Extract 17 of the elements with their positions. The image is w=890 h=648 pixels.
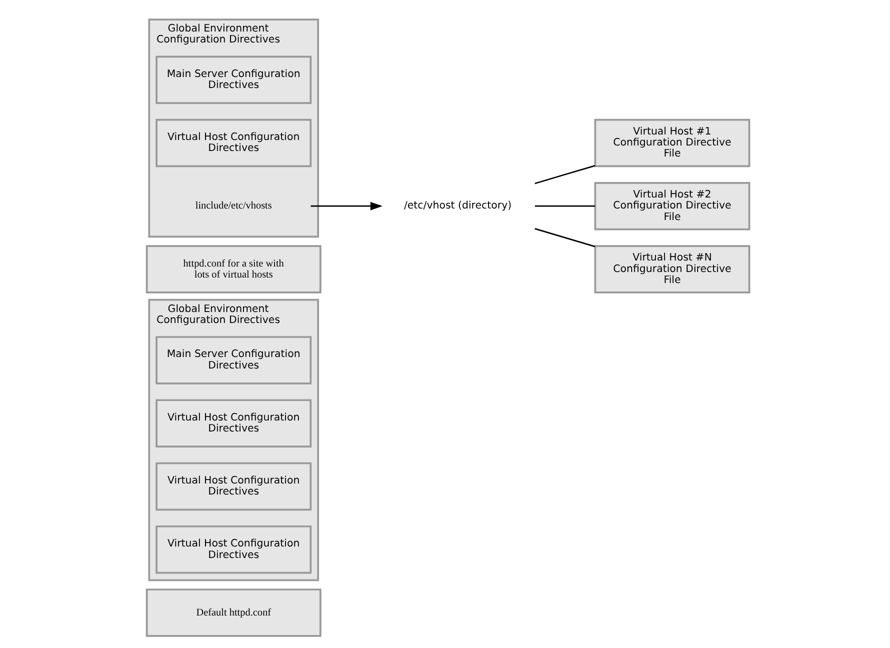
node-box: Virtual Host Configuration Directives	[155, 118, 312, 168]
connector	[534, 228, 595, 248]
node-text: linclude/etc/vhosts	[194, 200, 272, 212]
node-box: Virtual Host #2 Configuration Directive File	[594, 182, 750, 230]
node-box: Default httpd.conf	[145, 588, 321, 637]
node-text: /etc/vhost (directory)	[403, 200, 512, 212]
node-box: Virtual Host Configuration Directives	[155, 399, 312, 448]
connector	[534, 205, 594, 207]
node-box: Virtual Host #1 Configuration Directive File	[594, 118, 750, 168]
node-box: Virtual Host #N Configuration Directive File	[594, 245, 750, 294]
arrow	[310, 202, 382, 210]
node-box: Virtual Host Configuration Directives	[155, 462, 312, 511]
connector	[534, 164, 595, 184]
node-box: Main Server Configuration Directives	[155, 56, 312, 104]
node-box: Main Server Configuration Directives	[155, 336, 312, 384]
node-box: Virtual Host Configuration Directives	[155, 525, 312, 574]
node-box: httpd.conf for a site with lots of virtual hosts	[145, 245, 321, 294]
